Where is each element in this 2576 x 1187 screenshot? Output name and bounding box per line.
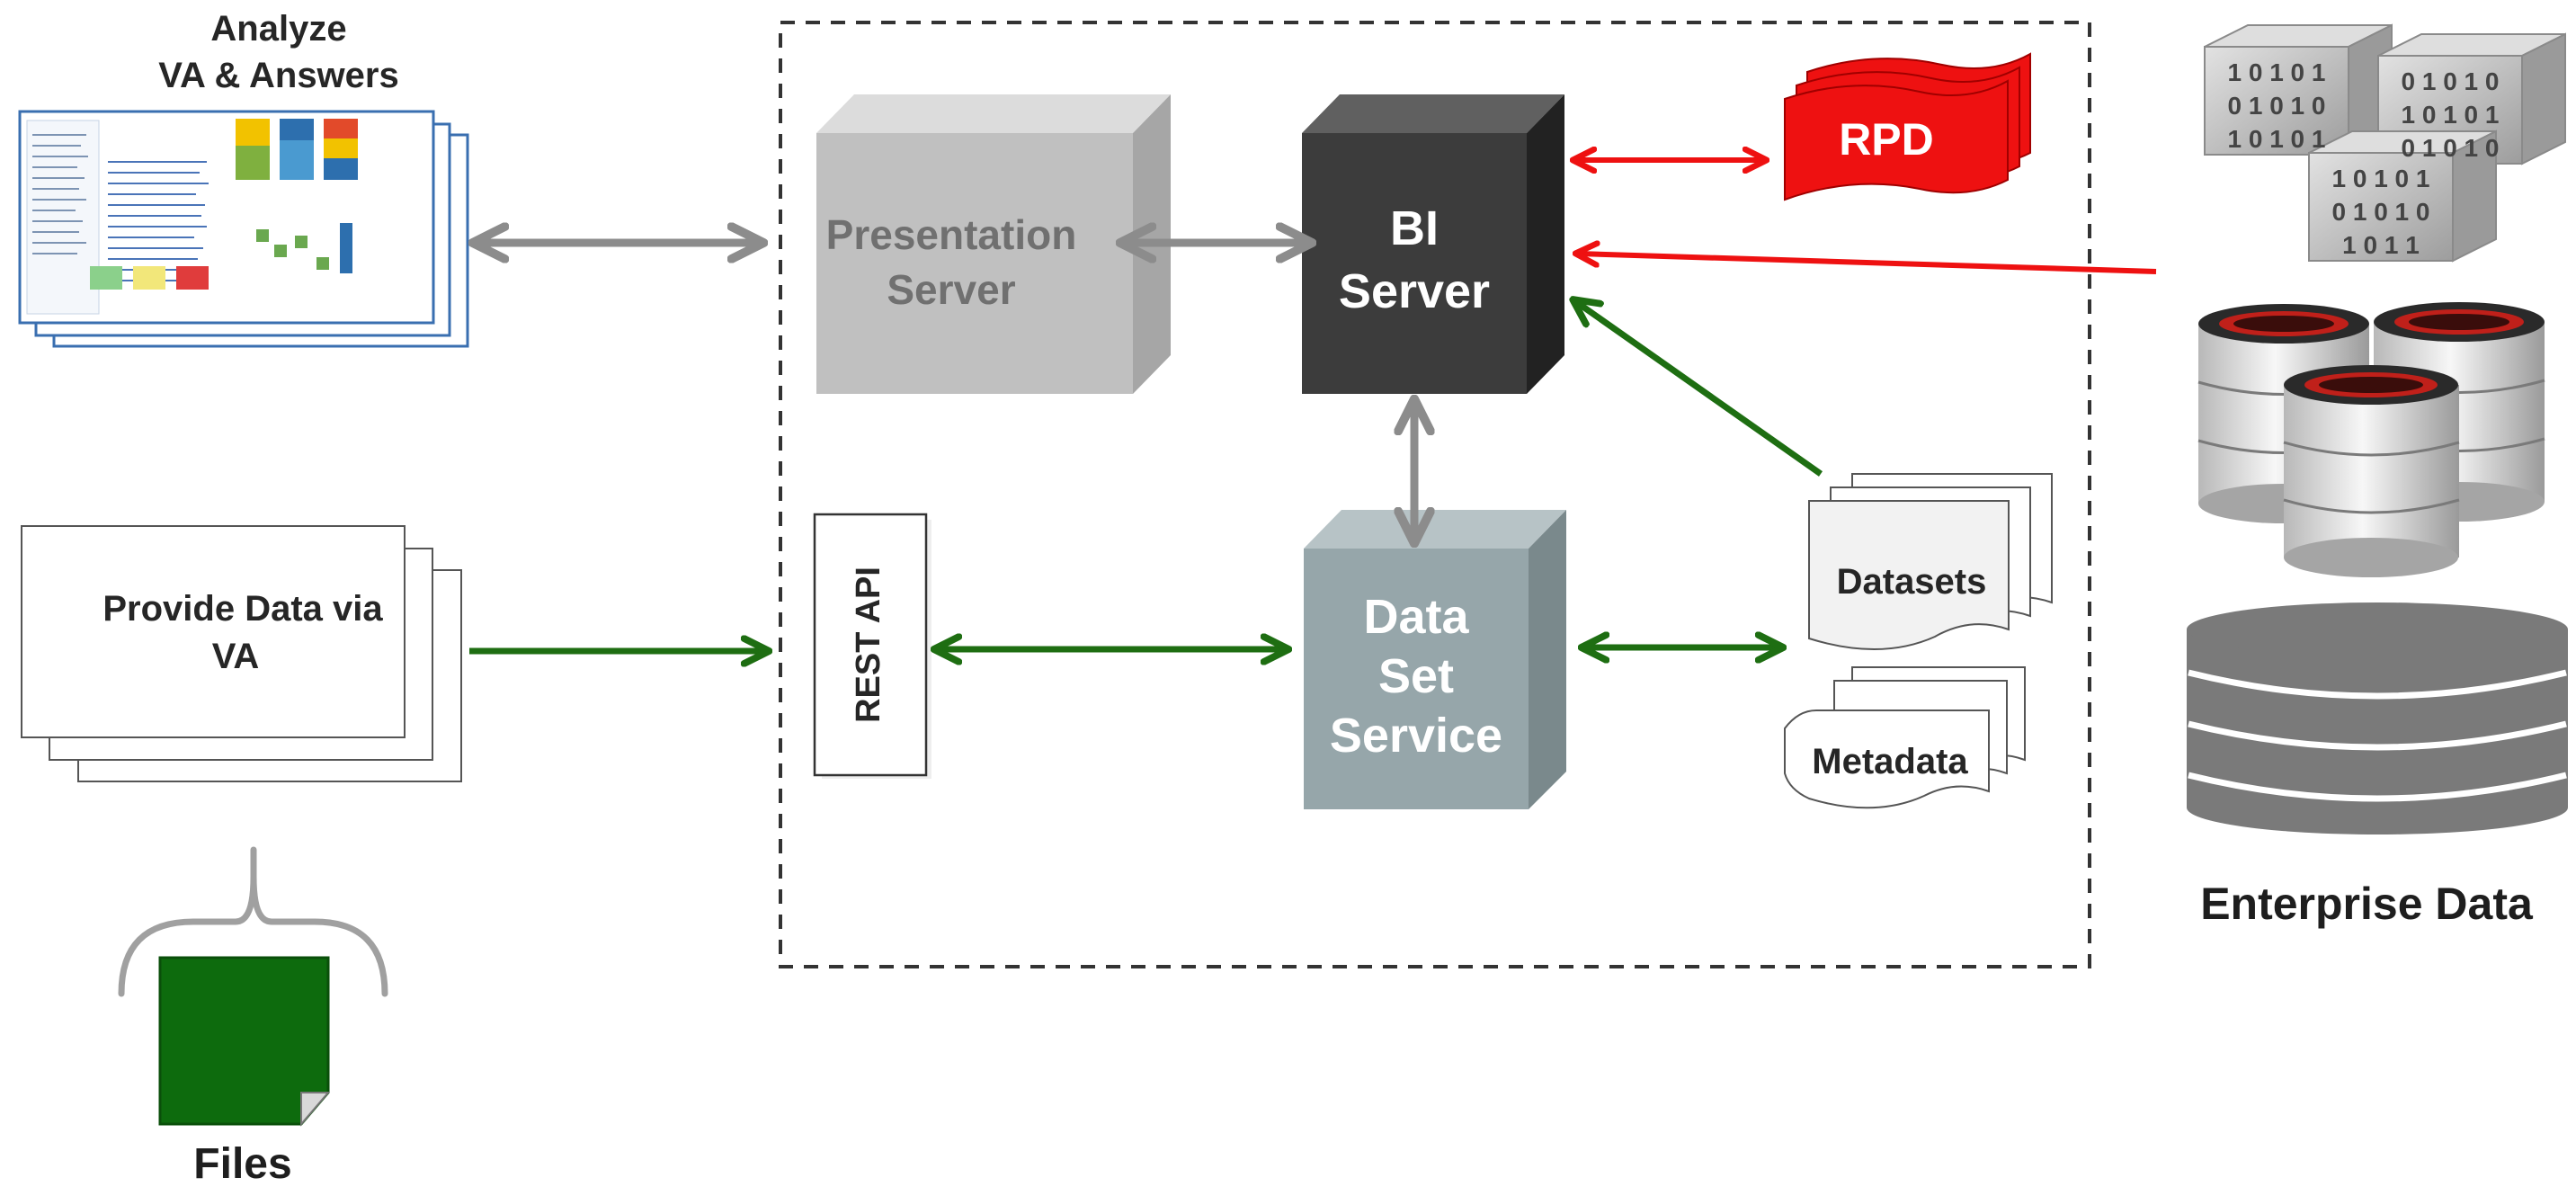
analyze-title-line1: Analyze [210, 9, 346, 49]
dashboard-screenshot-stack-icon [18, 110, 469, 348]
presentation-server-label-line1: Presentation [826, 211, 1077, 258]
arrow-enterprise-bi [1578, 254, 2157, 274]
binary-digits-row: 1 0 1 0 1 [2228, 125, 2326, 153]
bi-server-label-line1: BI [1390, 201, 1439, 255]
analyze-title-line2: VA & Answers [158, 56, 398, 95]
rest-api-label: REST API [850, 567, 887, 723]
rpd-label: RPD [1839, 114, 1934, 165]
binary-digits-row: 1 0 1 0 1 [2402, 101, 2500, 129]
bi-server-block [1302, 94, 1564, 394]
database-cylinders-icon [2197, 302, 2545, 577]
presentation-server-label-line2: Server [887, 266, 1015, 313]
binary-digits-row: 0 1 0 1 0 [2228, 92, 2326, 120]
binary-digits-row: 1 0 1 1 [2342, 231, 2420, 259]
disk-stack-icon [2187, 602, 2568, 834]
green-file-icon [158, 956, 331, 1127]
files-label: Files [193, 1140, 291, 1187]
dss-label-line1: Data [1363, 590, 1469, 644]
datasets-label: Datasets [1837, 562, 1987, 602]
rest-api-box [813, 513, 931, 779]
binary-digits-row: 0 1 0 1 0 [2332, 198, 2430, 226]
binary-digits-row: 1 0 1 0 1 [2228, 58, 2326, 86]
arrow-datasets-bi [1575, 301, 1823, 477]
binary-digits-row: 0 1 0 1 0 [2402, 67, 2500, 95]
data-set-service-block [1304, 510, 1566, 809]
dss-label-line3: Service [1330, 709, 1502, 763]
binary-digits-row: 1 0 1 0 1 [2332, 165, 2430, 192]
bi-server-label-line2: Server [1339, 264, 1490, 318]
rpd-banner-icon [1784, 52, 2031, 201]
presentation-server-block [816, 94, 1171, 394]
datasets-document-stack-icon [1808, 473, 2053, 650]
dss-label-line2: Set [1378, 649, 1454, 703]
provide-data-label-line2: VA [212, 637, 260, 676]
metadata-label: Metadata [1812, 742, 1968, 781]
binary-cubes-icon [2204, 23, 2566, 263]
provide-data-label-line1: Provide Data via [103, 589, 383, 629]
binary-digits-row: 0 1 0 1 0 [2402, 134, 2500, 162]
curly-brace-icon [118, 846, 388, 997]
provide-data-card-stack [21, 525, 462, 782]
bi-platform-boundary [779, 21, 2091, 968]
enterprise-data-label: Enterprise Data [2200, 879, 2534, 929]
metadata-document-stack-icon [1784, 666, 2026, 809]
